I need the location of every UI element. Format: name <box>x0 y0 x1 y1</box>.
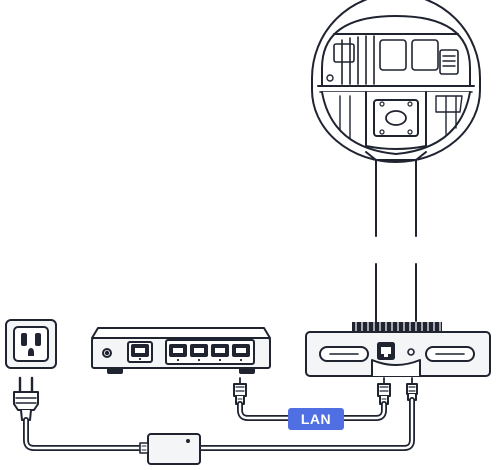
dome-camera-icon <box>311 0 481 163</box>
mounting-pole <box>365 151 427 323</box>
ethernet-plug-icon <box>377 377 391 405</box>
lan-cable <box>237 401 387 421</box>
power-plug-icon <box>13 376 39 421</box>
wall-outlet-icon <box>5 319 57 369</box>
lan-label-text: LAN <box>301 411 331 427</box>
dc-plug-icon <box>406 377 418 401</box>
camera-mount-base-icon <box>305 321 491 377</box>
power-adapter-icon <box>139 433 201 465</box>
ethernet-plug-icon <box>233 377 247 405</box>
router-icon <box>91 327 271 374</box>
power-cable <box>23 397 415 451</box>
lan-label: LAN <box>288 408 344 430</box>
